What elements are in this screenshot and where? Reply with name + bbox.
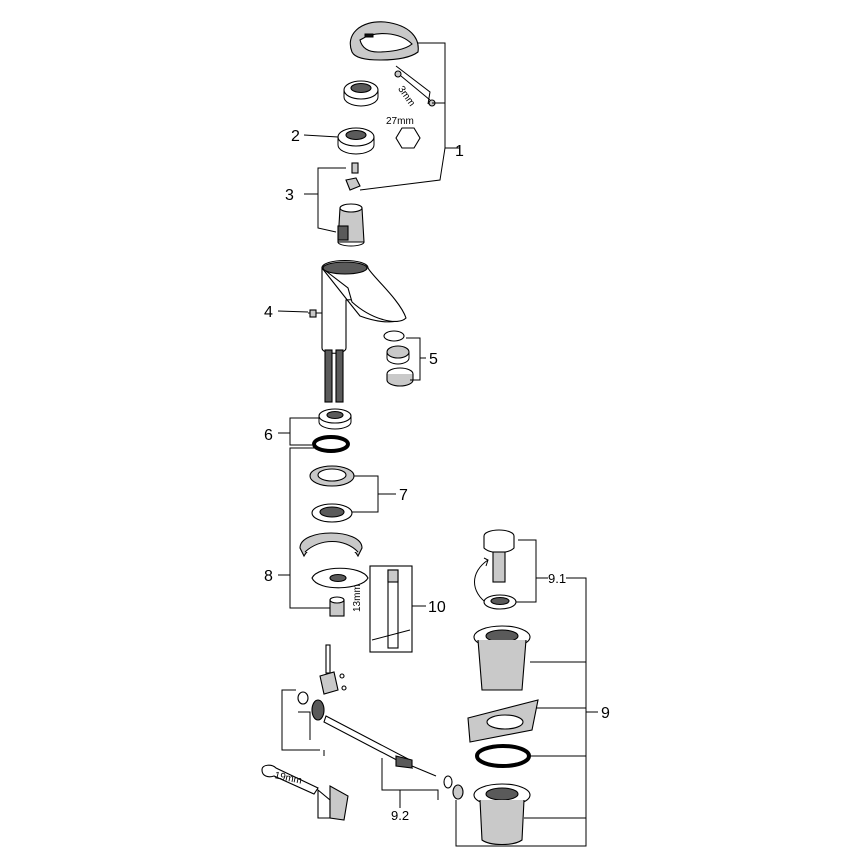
nut-size: 27mm [386, 116, 414, 127]
wrench-icon [261, 764, 319, 795]
drain-body-upper [473, 625, 531, 691]
pop-up-rod [319, 644, 347, 695]
support-ring [309, 465, 355, 487]
pop-up-plug [474, 529, 515, 605]
fixing-nut [329, 596, 345, 617]
hexagon-icon [395, 127, 421, 149]
aerator [383, 330, 414, 387]
drain-seal-ring [475, 744, 531, 768]
hex-key-size: 3mm [395, 84, 417, 109]
mounting-washer [318, 408, 352, 430]
callout-10: 10 [428, 599, 446, 616]
fixing-plate [311, 567, 369, 589]
callout-5: 5 [429, 351, 438, 368]
plug-seal [483, 594, 517, 610]
callout-7: 7 [399, 487, 408, 504]
drain-body-lower [473, 783, 531, 846]
callout-leaders [277, 42, 598, 847]
callout-6: 6 [264, 427, 273, 444]
callout-1: 1 [455, 143, 464, 160]
callout-3: 3 [285, 187, 294, 204]
callout-9-1: 9.1 [548, 571, 566, 586]
tool-box [369, 565, 413, 653]
callout-9: 9 [601, 705, 610, 722]
small-insert [345, 162, 361, 191]
flexible-hose [324, 349, 344, 403]
o-ring [312, 435, 350, 453]
hex-key [395, 65, 431, 105]
pivot-rod [297, 691, 464, 800]
cartridge [337, 203, 365, 247]
callout-9-2: 9.2 [391, 808, 409, 823]
horseshoe-plate [299, 532, 363, 558]
lever-handle [349, 21, 419, 61]
wrench-size: 19mm [273, 770, 302, 787]
gasket-ring [311, 503, 353, 523]
callout-2: 2 [291, 128, 300, 145]
callout-8: 8 [264, 568, 273, 585]
mixer-body [308, 260, 407, 354]
connection-hose [317, 785, 349, 821]
cartridge-nut [337, 127, 375, 155]
tool-size: 13mm [352, 584, 363, 612]
cover-cap [343, 80, 379, 107]
callout-4: 4 [264, 304, 273, 321]
drain-shim [467, 699, 539, 743]
